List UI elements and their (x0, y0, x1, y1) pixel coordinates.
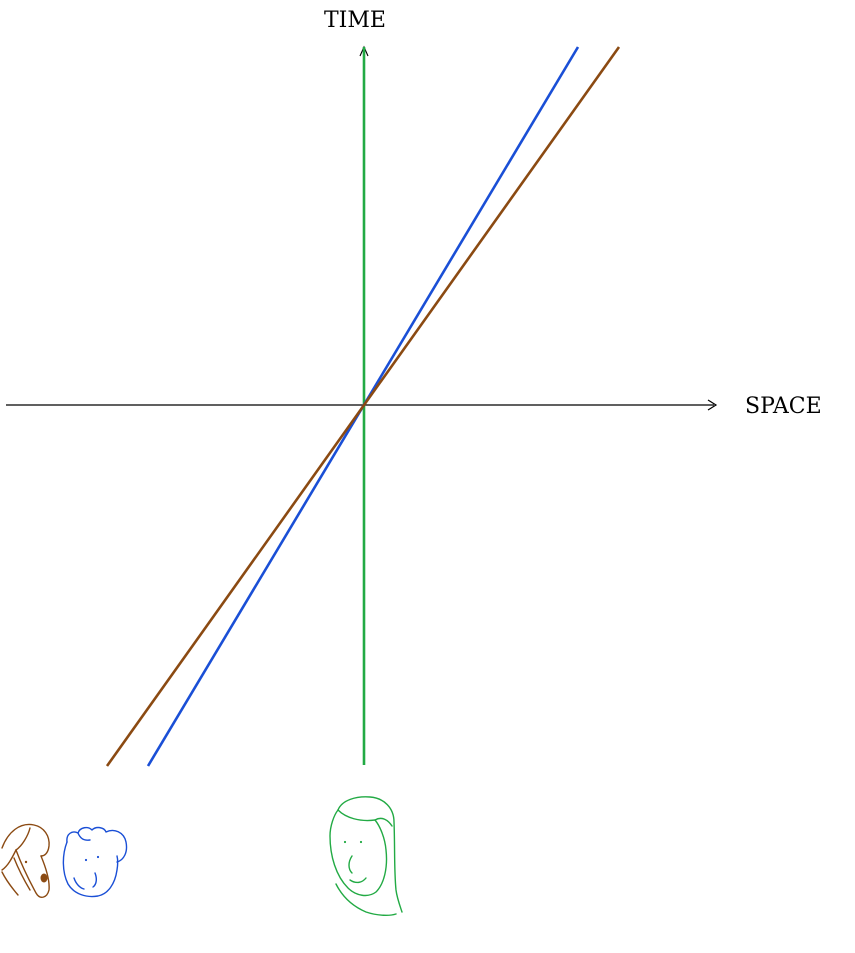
girl-face-icon (329, 796, 403, 917)
worldline-dog (105, 46, 621, 767)
space-axis-label: SPACE (745, 394, 822, 419)
dog-face-icon (1, 823, 50, 898)
boy-face-icon (62, 826, 128, 898)
space-axis-arrow-icon (707, 399, 718, 411)
space-axis (6, 399, 718, 411)
time-axis-label: TIME (324, 8, 386, 33)
